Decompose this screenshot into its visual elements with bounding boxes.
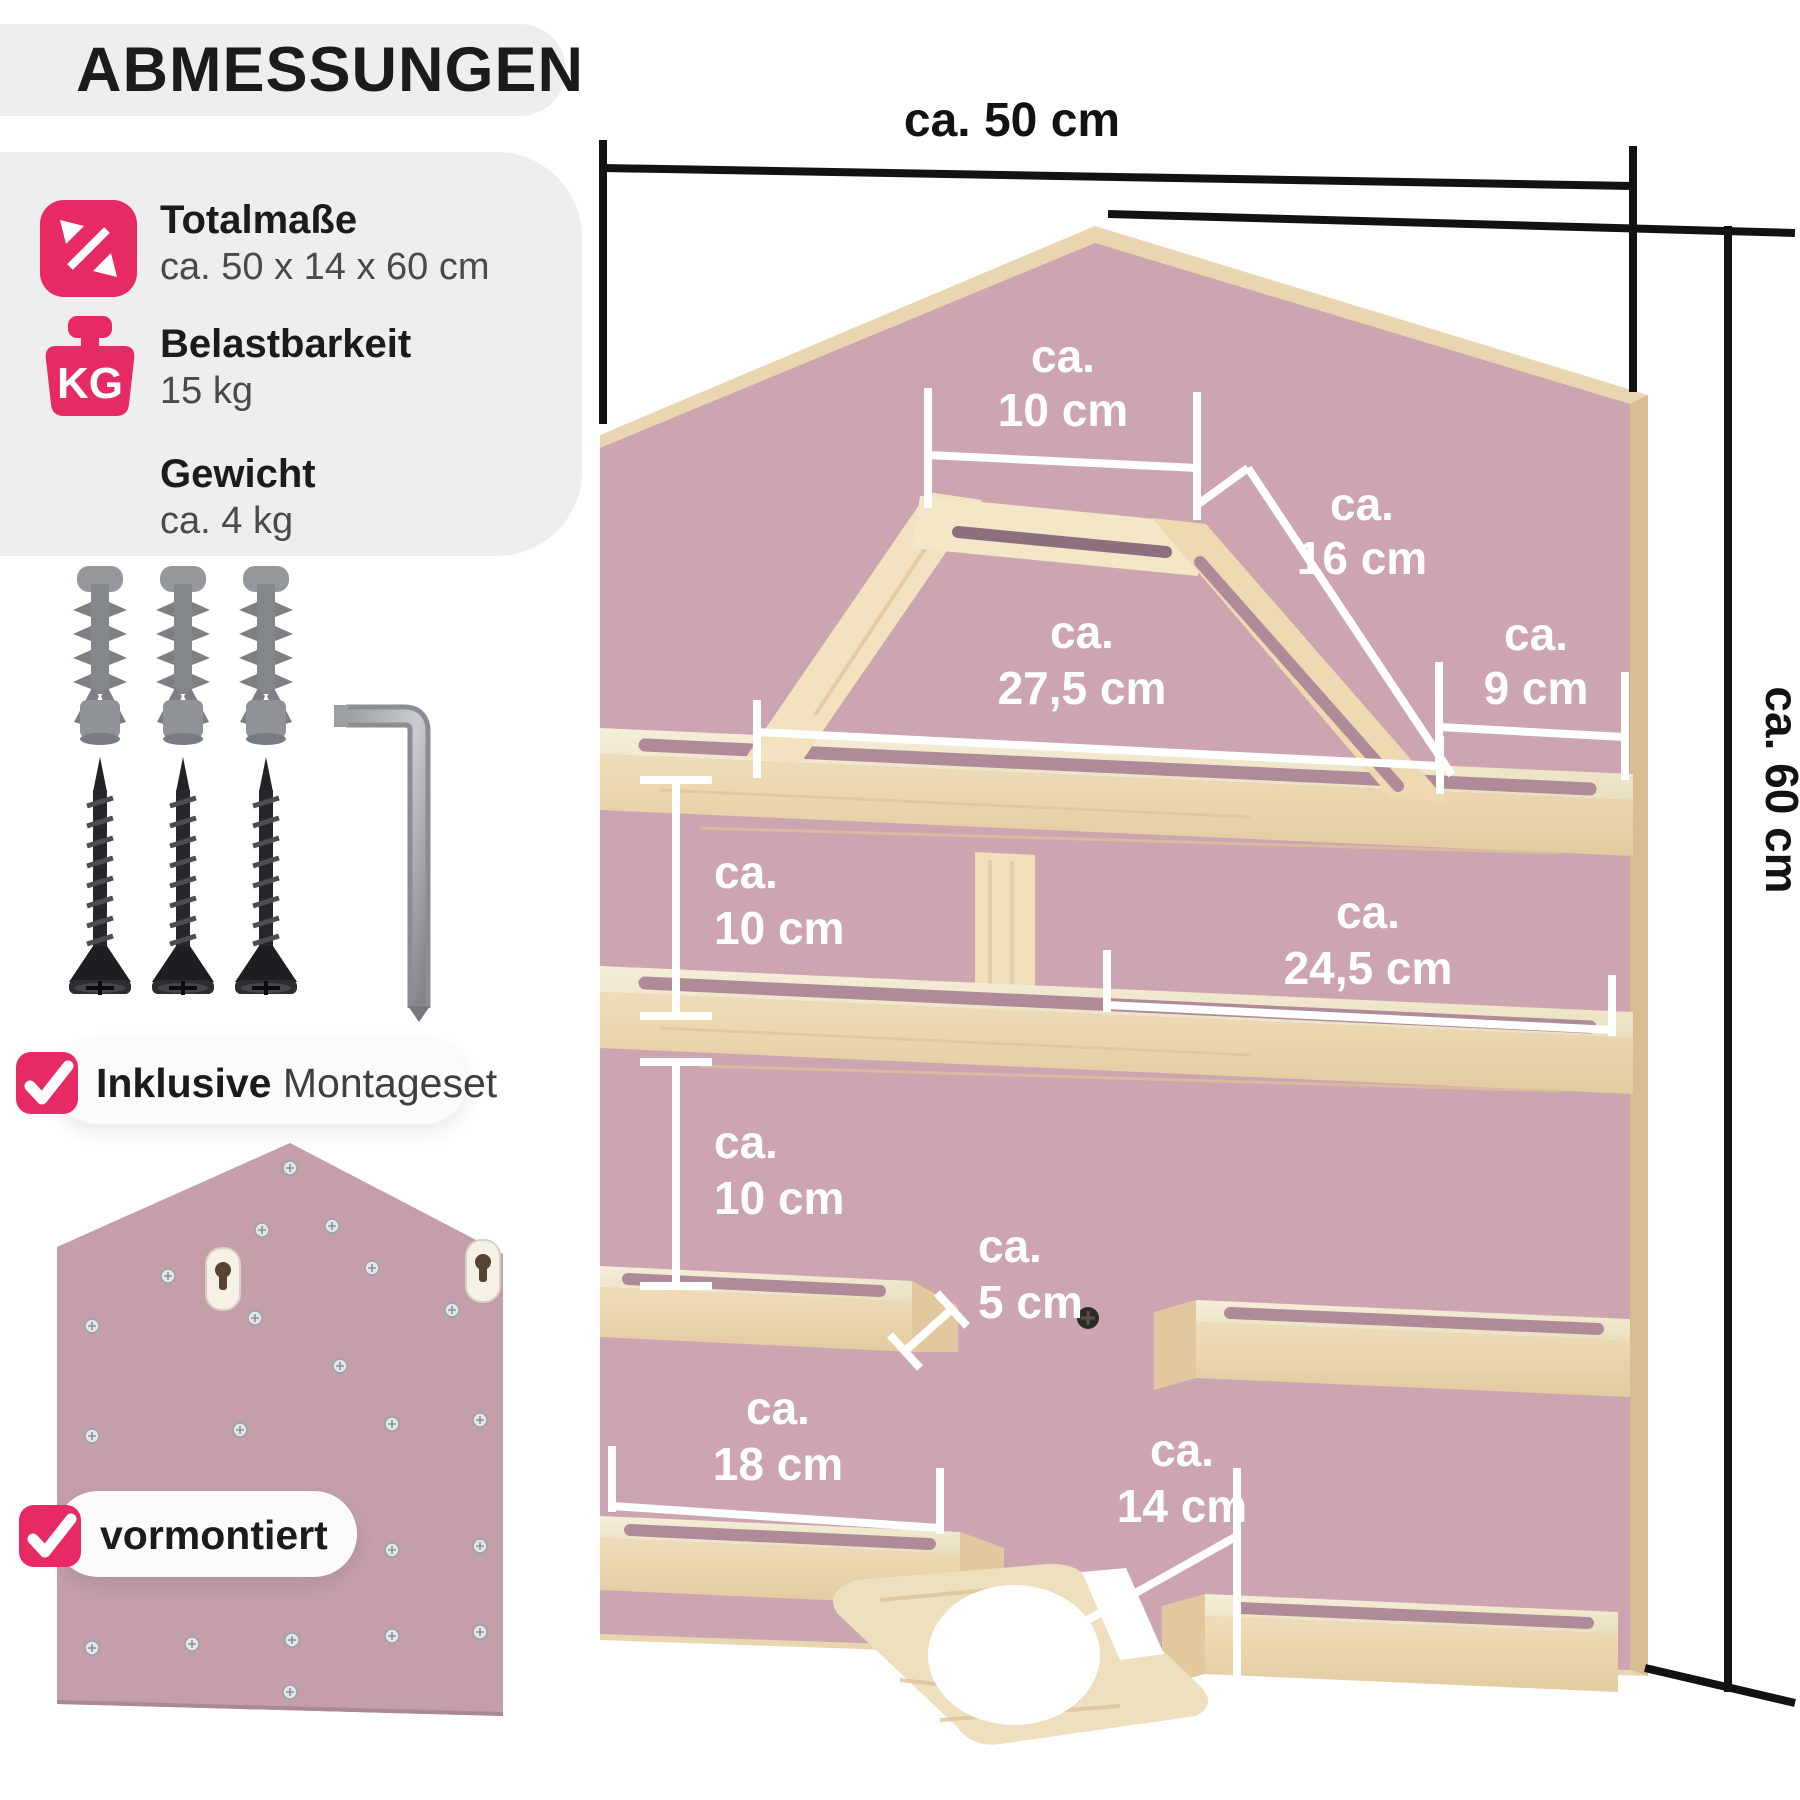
board-screw-dot (1077, 1307, 1099, 1329)
badge-bold: vormontiert (100, 1512, 328, 1558)
spec-value-belastbarkeit: 15 kg (160, 370, 253, 412)
shelf-bottom-right (1162, 1594, 1618, 1692)
vormontiert-badge (55, 1491, 357, 1577)
spec-value-gewicht: ca. 4 kg (160, 500, 294, 542)
montageset-badge-text: Inklusive Montageset (96, 1060, 497, 1107)
label-mid-shelf-prefix: ca. (1336, 886, 1400, 938)
label-roof-right-prefix: ca. (1330, 478, 1394, 530)
label-top-shelf: 27,5 cm (998, 662, 1167, 714)
shelf-small-right (1154, 1300, 1630, 1397)
label-bottom-right: 14 cm (1117, 1480, 1247, 1532)
keyhole-hanger-icon (205, 1247, 241, 1311)
vormontiert-badge-text: vormontiert (100, 1512, 328, 1559)
label-top-right-prefix: ca. (1504, 608, 1568, 660)
back-panel-preview (57, 1143, 503, 1716)
spec-value-totalmasse: ca. 50 x 14 x 60 cm (160, 246, 490, 288)
roof-rail (746, 492, 1448, 802)
dimension-labels-white: ca. 10 cm ca. 16 cm ca. 27,5 cm ca. 9 cm… (713, 330, 1589, 1532)
spec-label-belastbarkeit: Belastbarkeit (160, 322, 412, 366)
check-icon (19, 1505, 81, 1567)
label-gap2-prefix: ca. (714, 1116, 778, 1168)
page-title: ABMESSUNGEN (76, 35, 585, 105)
label-roof-right: 16 cm (1297, 532, 1427, 584)
kg-weight-icon: KG (45, 316, 135, 416)
label-gap1: 10 cm (714, 902, 844, 954)
spec-label-totalmasse: Totalmaße (160, 198, 358, 242)
check-icon (16, 1052, 78, 1114)
dimension-total-height (1107, 210, 1796, 1707)
label-bottom-shelf: 18 cm (713, 1438, 843, 1490)
label-top-shelf-prefix: ca. (1050, 606, 1114, 658)
shelf-small-left (600, 1266, 958, 1352)
screw-icons (69, 757, 297, 995)
label-bottom-right-prefix: ca. (1150, 1424, 1214, 1476)
label-gap1-prefix: ca. (714, 846, 778, 898)
label-total-height: ca. 60 cm (1756, 686, 1800, 893)
badge-regular: Montageset (282, 1060, 498, 1106)
house-shelf-product (600, 226, 1648, 1745)
kg-icon-text: KG (57, 359, 123, 408)
label-gap2: 10 cm (714, 1172, 844, 1224)
label-roof-top-prefix: ca. (1031, 330, 1095, 382)
allen-key-icon (334, 704, 431, 1022)
title-background (0, 24, 566, 116)
label-bottom-shelf-prefix: ca. (746, 1382, 810, 1434)
label-mid-shelf: 24,5 cm (1284, 942, 1453, 994)
montageset-badge (55, 1040, 467, 1124)
dimension-lines-white (608, 388, 1629, 1704)
label-small-shelf: 5 cm (978, 1276, 1083, 1328)
badge-bold: Inklusive (96, 1060, 272, 1106)
label-top-right: 9 cm (1484, 662, 1589, 714)
wall-plug-icons (73, 566, 293, 745)
spec-label-gewicht: Gewicht (160, 452, 316, 496)
label-total-width: ca. 50 cm (904, 94, 1120, 147)
keyhole-hanger-icon (465, 1239, 501, 1303)
dimensions-arrows-icon (40, 200, 137, 297)
label-small-shelf-prefix: ca. (978, 1220, 1042, 1272)
label-roof-top: 10 cm (998, 384, 1128, 436)
dimension-total-width (599, 140, 1637, 424)
